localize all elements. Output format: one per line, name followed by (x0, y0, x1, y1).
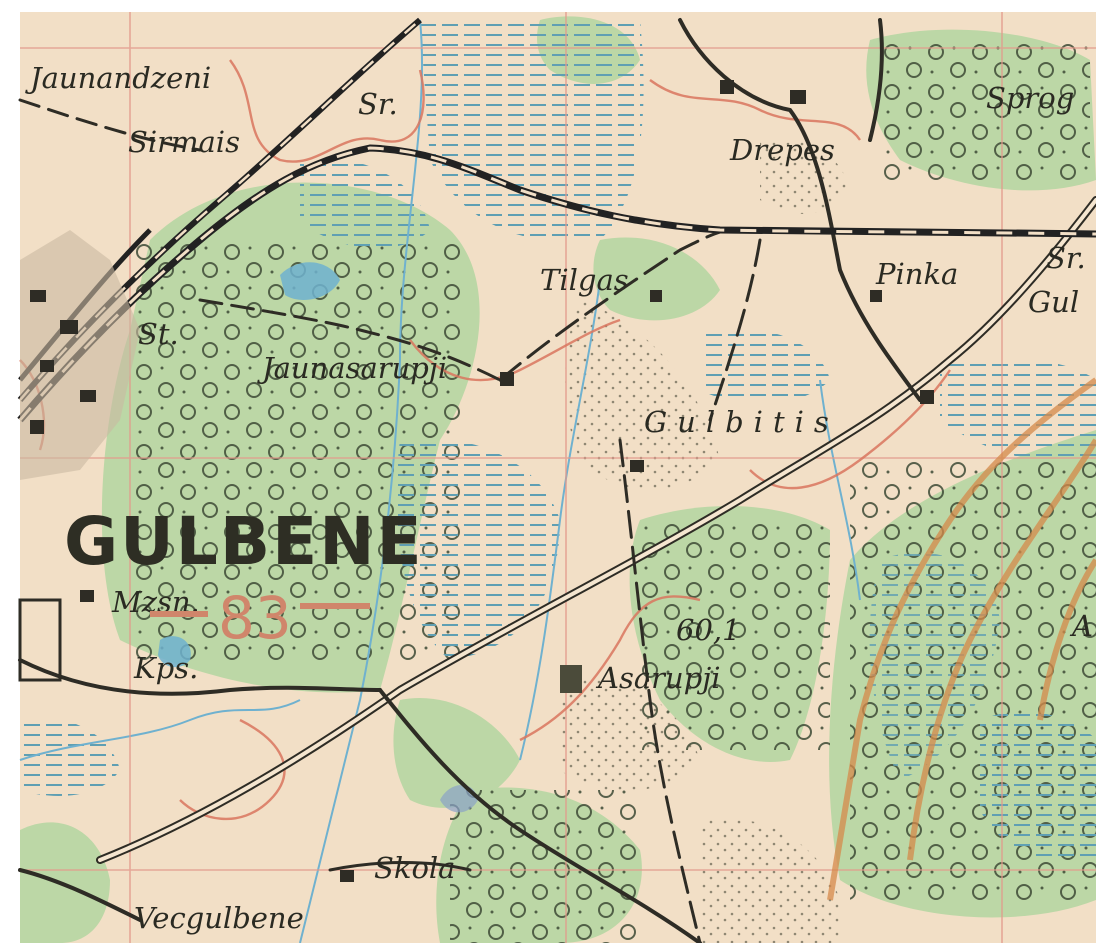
label-jaunandzeni: Jaunandzeni (25, 61, 211, 95)
label-sprog: Sprog (986, 81, 1074, 115)
label-sr-right: Sr. (1046, 241, 1086, 275)
label-gulbitis: Gulbitis (644, 405, 839, 439)
label-kps: Kps. (133, 651, 198, 685)
escarpment (827, 377, 1096, 901)
label-contour-83: 83 (218, 584, 292, 652)
roads (18, 18, 1096, 945)
shrub-areas (560, 137, 850, 943)
label-st: St. (138, 317, 179, 351)
label-elevation-60-1: 60,1 (676, 613, 741, 647)
label-jaunasarupji: Jaunasarupji (257, 351, 447, 385)
label-vecgulbene: Vecgulbene (134, 901, 304, 935)
label-sr-top: Sr. (358, 87, 398, 121)
map-grid (20, 12, 1096, 943)
water-features (19, 19, 861, 944)
label-sirmais: Sirmais (128, 125, 240, 159)
contour-83-dashes (150, 603, 370, 617)
label-skola: Skola (374, 851, 455, 885)
label-a-right: A (1069, 609, 1093, 643)
label-drepes: Drepes (729, 133, 835, 167)
label-gulbene: GULBENE (64, 503, 424, 580)
place-labels: Jaunandzeni Sirmais Sr. Drepes Sprog Til… (25, 61, 1093, 935)
marsh-areas (20, 20, 1096, 863)
label-tilgas: Tilgas (540, 263, 629, 297)
label-gul-right: Gul (1028, 285, 1079, 319)
label-asarupji: Asarupji (595, 661, 721, 695)
town-block (18, 80, 934, 882)
label-pinka: Pinka (875, 257, 958, 291)
